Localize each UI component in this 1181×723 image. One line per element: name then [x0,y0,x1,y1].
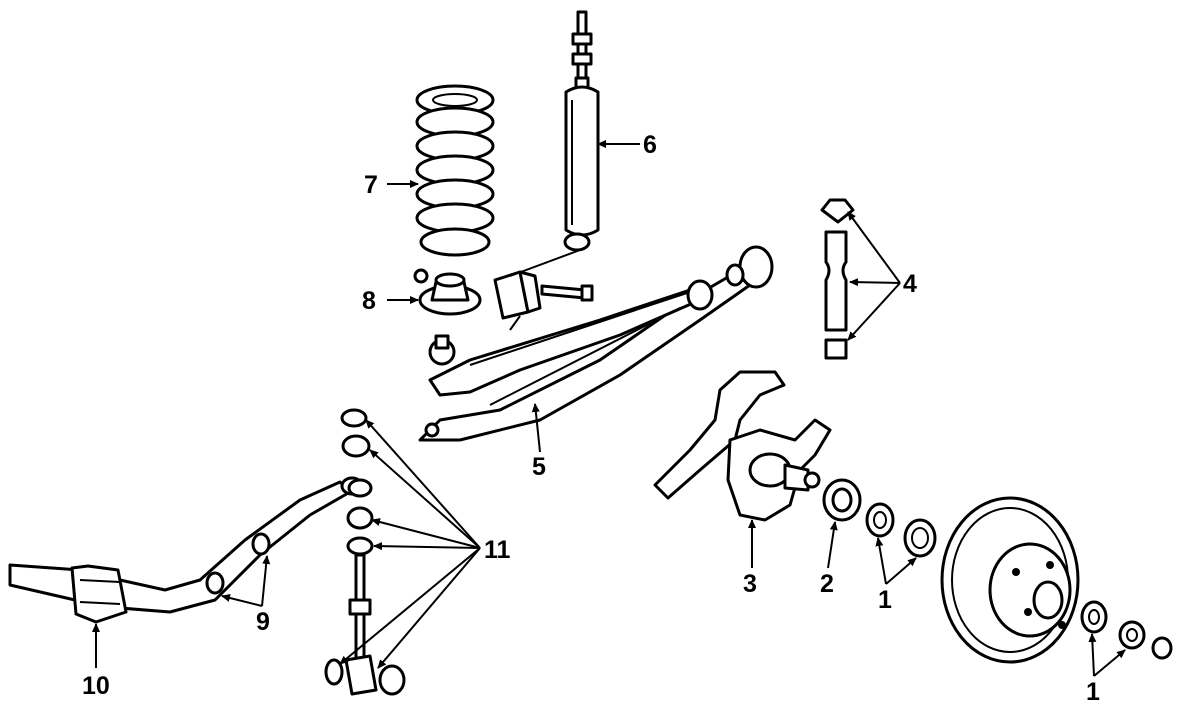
outer-bearing-nut [1080,600,1173,660]
callout-7: 7 [364,171,378,199]
stabilizer-bar [8,476,364,624]
callout-5: 5 [532,453,546,481]
callout-8: 8 [362,287,376,315]
callout-10: 10 [82,672,110,700]
steering-knuckle [653,370,832,522]
brake-rotor [940,496,1080,664]
callout-4: 4 [903,270,917,298]
lower-control-arm [418,245,774,442]
shock-absorber [563,10,600,252]
callout-11: 11 [484,536,511,564]
spring-seat [413,268,482,316]
callout-1-outer: 1 [1086,678,1100,706]
callout-2: 2 [820,570,834,598]
callout-3: 3 [743,570,757,598]
stabilizer-link-kit [324,408,406,696]
leader-lines [92,140,1126,677]
inner-bearing [865,502,937,558]
callout-9: 9 [256,608,270,636]
grease-seal [822,478,862,522]
strut-bar-isolators [820,198,855,360]
callout-1-inner: 1 [878,586,892,614]
coil-spring [415,84,495,257]
mount-bracket [493,249,594,331]
callout-6: 6 [643,131,657,159]
